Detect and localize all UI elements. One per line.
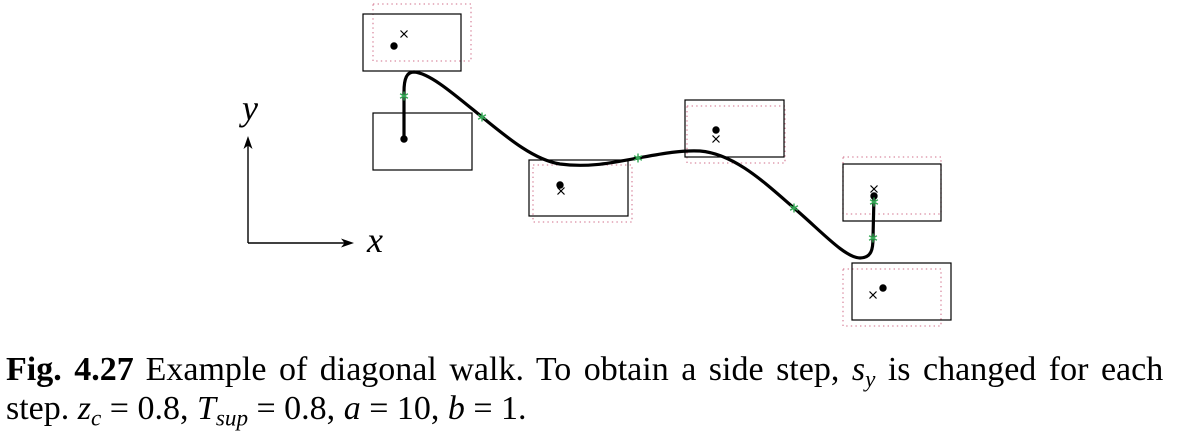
y-axis-arrowhead <box>243 136 253 149</box>
filled-circle-marker <box>390 42 398 50</box>
trajectory-star-marker <box>399 91 409 101</box>
caption-line-2: step. zc = 0.8, Tsup = 0.8, a = 10, b = … <box>6 389 1163 430</box>
sy-variable: sy <box>851 351 876 391</box>
tsup-variable-subscript: sup <box>215 405 248 432</box>
filled-circle-marker <box>870 192 878 200</box>
caption-text-continued: step. <box>6 390 70 427</box>
trajectory-star-marker <box>869 197 879 207</box>
dotted-footprint-outline <box>842 156 942 215</box>
x-axis-arrowhead <box>341 238 354 248</box>
figure-label: Fig. 4.27 <box>6 351 134 388</box>
trajectory-star-marker <box>789 203 799 213</box>
footprint-3 <box>528 159 629 217</box>
tsup-value: = 0.8, <box>256 390 336 427</box>
footprint-6 <box>851 262 952 321</box>
footprint-2 <box>372 112 473 171</box>
y-axis-label: y <box>239 88 258 128</box>
b-value: = 1. <box>473 390 527 427</box>
a-value: = 10, <box>369 390 440 427</box>
tsup-variable-base: T <box>196 390 216 427</box>
axes: y x <box>239 88 383 260</box>
filled-circle-marker <box>556 181 564 189</box>
caption-text-end: is changed for each <box>887 351 1164 388</box>
trajectory-curve <box>402 70 876 260</box>
cross-markers <box>400 30 878 299</box>
filled-circle-marker <box>400 135 408 143</box>
tsup-variable: Tsup <box>196 390 248 430</box>
zc-variable: zc <box>77 390 102 430</box>
trajectory-star-marker <box>477 112 487 122</box>
dotted-footprint-outline <box>372 3 472 62</box>
sy-variable-subscript: y <box>865 366 876 393</box>
cross-marker <box>870 185 878 193</box>
zc-variable-base: z <box>77 390 92 427</box>
footprint-1 <box>362 13 462 72</box>
cross-marker <box>400 30 408 38</box>
circle-markers <box>390 42 887 292</box>
cross-marker <box>557 187 565 195</box>
caption-line-1: Fig. 4.27 Example of diagonal walk. To ob… <box>6 350 1164 391</box>
dotted-footprint-outline <box>842 268 942 327</box>
star-markers <box>399 91 879 243</box>
diagonal-walk-diagram: y x <box>239 3 952 327</box>
cross-marker <box>869 291 877 299</box>
footprint-4 <box>684 99 785 158</box>
filled-circle-marker <box>879 284 887 292</box>
a-variable: a <box>343 390 361 427</box>
caption-text: Example of diagonal walk. To obtain a si… <box>145 351 840 388</box>
figure-caption: Fig. 4.27 Example of diagonal walk. To ob… <box>6 350 1164 430</box>
filled-circle-marker <box>712 126 720 134</box>
zc-variable-subscript: c <box>91 405 102 432</box>
dotted-footprint-outline <box>686 105 786 164</box>
zc-value: = 0.8, <box>109 390 189 427</box>
dotted-footprint-outlines <box>372 3 942 327</box>
trajectory-star-marker <box>633 153 643 163</box>
trajectory-star-marker <box>868 233 878 243</box>
cross-marker <box>712 135 720 143</box>
footprints <box>362 13 952 321</box>
b-variable: b <box>447 390 465 427</box>
x-axis-label: x <box>366 220 383 260</box>
dotted-footprint-outline <box>532 164 633 223</box>
sy-variable-base: s <box>851 351 866 388</box>
footprint-5 <box>842 163 942 222</box>
